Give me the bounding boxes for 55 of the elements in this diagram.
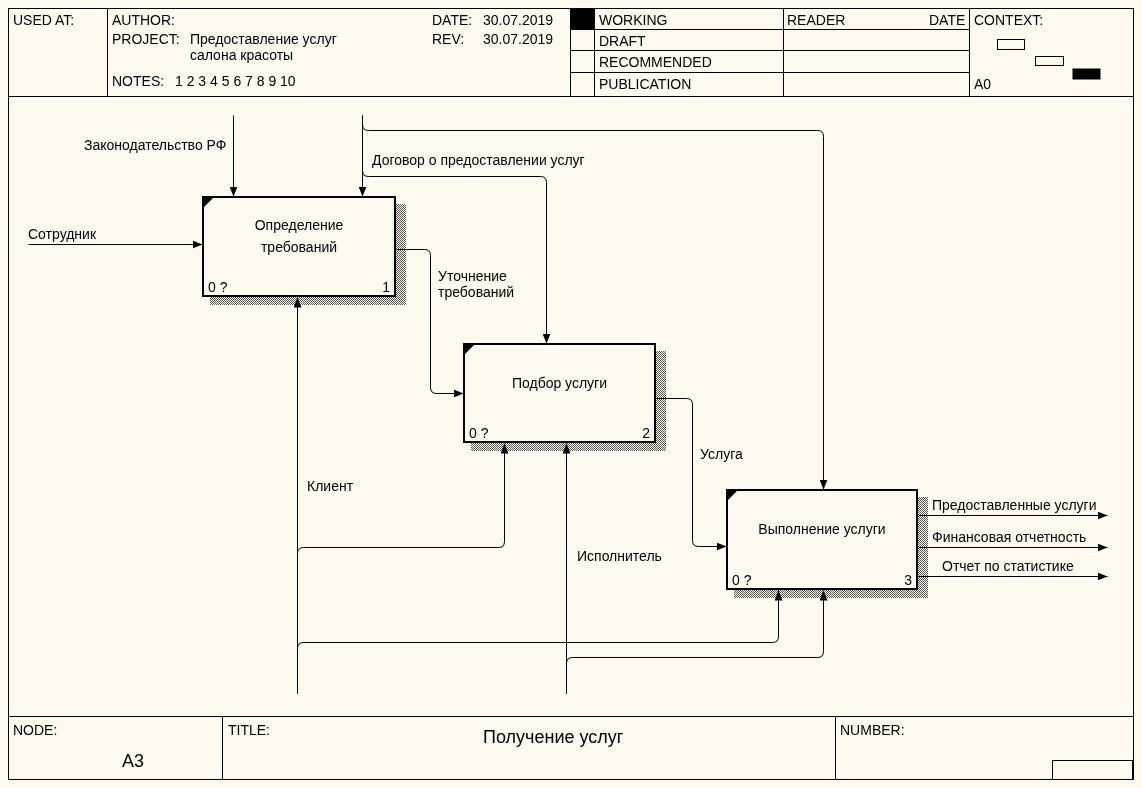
arrow bbox=[918, 543, 1108, 552]
field-label: AUTHOR: bbox=[112, 12, 175, 28]
field-label: USED AT: bbox=[13, 12, 75, 28]
status-option: RECOMMENDED bbox=[599, 54, 712, 70]
edge-label: Уточнение требований bbox=[438, 268, 516, 300]
field-label: CONTEXT: bbox=[974, 12, 1044, 28]
activity-name: Выполнение услуги bbox=[757, 520, 887, 539]
activity-box bbox=[463, 343, 656, 443]
field-label: NOTES: bbox=[112, 73, 165, 89]
edge-label: Исполнитель bbox=[577, 548, 662, 564]
activity-box bbox=[726, 489, 918, 590]
activity-number: 1 bbox=[382, 279, 390, 295]
arrow bbox=[656, 398, 727, 551]
edge-label: Сотрудник bbox=[28, 226, 96, 242]
edge-label: Услуга bbox=[700, 446, 743, 462]
corner-note: 0 ? bbox=[469, 425, 489, 441]
column-heading: DATE bbox=[929, 12, 966, 28]
field-label: REV: bbox=[432, 31, 465, 47]
arrow bbox=[918, 511, 1108, 520]
arrow bbox=[229, 115, 238, 197]
edge-label: Отчет по статистике bbox=[942, 558, 1074, 574]
edge-label: Договор о предоставлении услуг bbox=[372, 152, 585, 168]
node-number: A3 bbox=[122, 750, 145, 772]
column-heading: READER bbox=[787, 12, 846, 28]
status-option: WORKING bbox=[599, 12, 668, 28]
field-label: DATE: bbox=[432, 12, 473, 28]
corner-note: 0 ? bbox=[208, 279, 228, 295]
diagram-title: Получение услуг bbox=[483, 726, 624, 748]
context-node-number: A0 bbox=[974, 76, 992, 92]
activity-name: Подбор услуги bbox=[511, 374, 608, 393]
note-numbers: 1 2 3 4 5 6 7 8 9 10 bbox=[175, 73, 296, 89]
arrow bbox=[918, 572, 1108, 581]
edge-label: Предоставленные услуги bbox=[932, 497, 1097, 513]
arrow bbox=[566, 590, 828, 694]
activity-name: Определение требований bbox=[254, 216, 344, 257]
arrow bbox=[297, 590, 783, 694]
activity-number: 3 bbox=[904, 572, 912, 588]
status-option: PUBLICATION bbox=[599, 76, 692, 92]
corner-note: 0 ? bbox=[732, 572, 752, 588]
field-label: TITLE: bbox=[228, 722, 270, 738]
activity-number: 2 bbox=[642, 425, 650, 441]
edge-label: Финансовая отчетность bbox=[932, 529, 1087, 545]
date-value: 30.07.2019 bbox=[483, 31, 554, 47]
status-option: DRAFT bbox=[599, 33, 646, 49]
edge-label: Законодательство РФ bbox=[84, 137, 227, 153]
field-label: NUMBER: bbox=[840, 722, 905, 738]
activity-box bbox=[202, 196, 396, 297]
edge-label: Клиент bbox=[307, 478, 354, 494]
arrow bbox=[396, 249, 464, 398]
field-label: PROJECT: bbox=[112, 31, 180, 47]
project-name: Предоставление услуг салона красоты bbox=[190, 31, 338, 63]
arrow bbox=[28, 240, 203, 249]
date-value: 30.07.2019 bbox=[483, 12, 554, 28]
field-label: NODE: bbox=[13, 722, 58, 738]
arrow bbox=[362, 115, 828, 490]
